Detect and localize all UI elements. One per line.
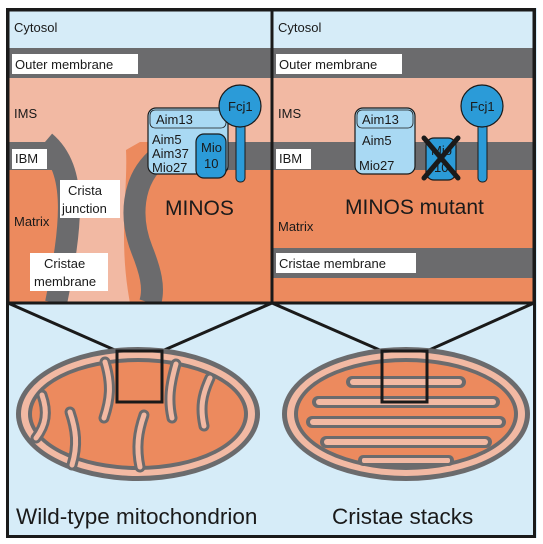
right-fcj1-label: Fcj1: [470, 99, 495, 114]
right-mio27-label: Mio27: [359, 158, 394, 173]
right-zoom-line-right: [426, 301, 535, 353]
right-cytosol-label: Cytosol: [278, 20, 321, 35]
crista-junction-label-box: [60, 180, 120, 218]
right-ims-label: IMS: [278, 106, 301, 121]
right-zoom-box: [380, 349, 429, 404]
left-mio10-label-line2: 10: [204, 156, 218, 171]
right-matrix-region: [272, 170, 534, 248]
left-mio10-label-line1: Mio: [201, 140, 222, 155]
left-zoom-line-right: [161, 301, 273, 353]
left-cytosol-label: Cytosol: [14, 20, 57, 35]
deletion-cross-icon: [421, 135, 461, 181]
left-fcj1-label: Fcj1: [228, 99, 253, 114]
left-outer-membrane-label-box: [12, 54, 138, 74]
left-mio27-label: Mio27: [152, 160, 187, 175]
right-ibm-label: IBM: [279, 151, 302, 166]
left-aim13-label: Aim13: [156, 112, 193, 127]
cristae-membrane-label-box: [30, 253, 108, 291]
right-zoom-line-left: [271, 301, 383, 353]
wild-type-caption: Wild-type mitochondrion: [16, 504, 257, 529]
cristae-stacks-mitochondrion: [282, 347, 530, 481]
right-aim13-label: Aim13: [362, 112, 399, 127]
wild-type-mitochondrion: [16, 347, 260, 481]
left-minos-complex: Aim13 Aim5 Aim37 Mio27 Mio 10 Fcj1: [147, 84, 262, 183]
left-outer-membrane-label: Outer membrane: [15, 57, 113, 72]
right-cristae-membrane-label-box: [276, 253, 416, 273]
left-panel: [8, 10, 272, 303]
left-mio10-shape: [195, 133, 227, 179]
right-outer-membrane-label-box: [276, 54, 402, 74]
left-matrix-label: Matrix: [14, 214, 50, 229]
crista-junction-label-line1: Crista: [68, 183, 103, 198]
right-minos-mutant-label: MINOS mutant: [345, 196, 484, 219]
left-fcj1-head: [218, 84, 262, 128]
left-fcj1-stalk: [235, 117, 246, 183]
right-ibm-label-box: [276, 149, 311, 169]
right-fcj1-head: [460, 84, 504, 128]
cristae-stacks-caption: Cristae stacks: [332, 504, 473, 529]
left-ibm-label-box: [12, 149, 47, 169]
right-cytosol-region: [272, 10, 534, 48]
left-ibm-label: IBM: [15, 151, 38, 166]
cristae-membrane-label-line2: membrane: [34, 274, 96, 289]
left-zoom-box: [115, 349, 164, 404]
left-aim37-label: Aim37: [152, 146, 189, 161]
figure-frame: [6, 8, 536, 538]
right-cristae-membrane-label: Cristae membrane: [279, 256, 386, 271]
left-aim5-label: Aim5: [152, 132, 182, 147]
right-minos-mutant-complex: Aim13 Aim5 Mio27 Mio 10 Fcj1: [354, 84, 504, 183]
left-zoom-line-left: [7, 301, 118, 353]
left-cristae-membrane-right: [123, 147, 168, 303]
crista-junction-label-line2: junction: [61, 201, 107, 216]
right-fcj1-stalk: [477, 117, 488, 183]
right-matrix-label: Matrix: [278, 219, 314, 234]
cristae-membrane-label-line1: Cristae: [44, 256, 85, 271]
right-aim5-label: Aim5: [362, 133, 392, 148]
left-minos-label: MINOS: [165, 197, 234, 220]
right-outer-membrane-label: Outer membrane: [279, 57, 377, 72]
left-ims-label: IMS: [14, 106, 37, 121]
